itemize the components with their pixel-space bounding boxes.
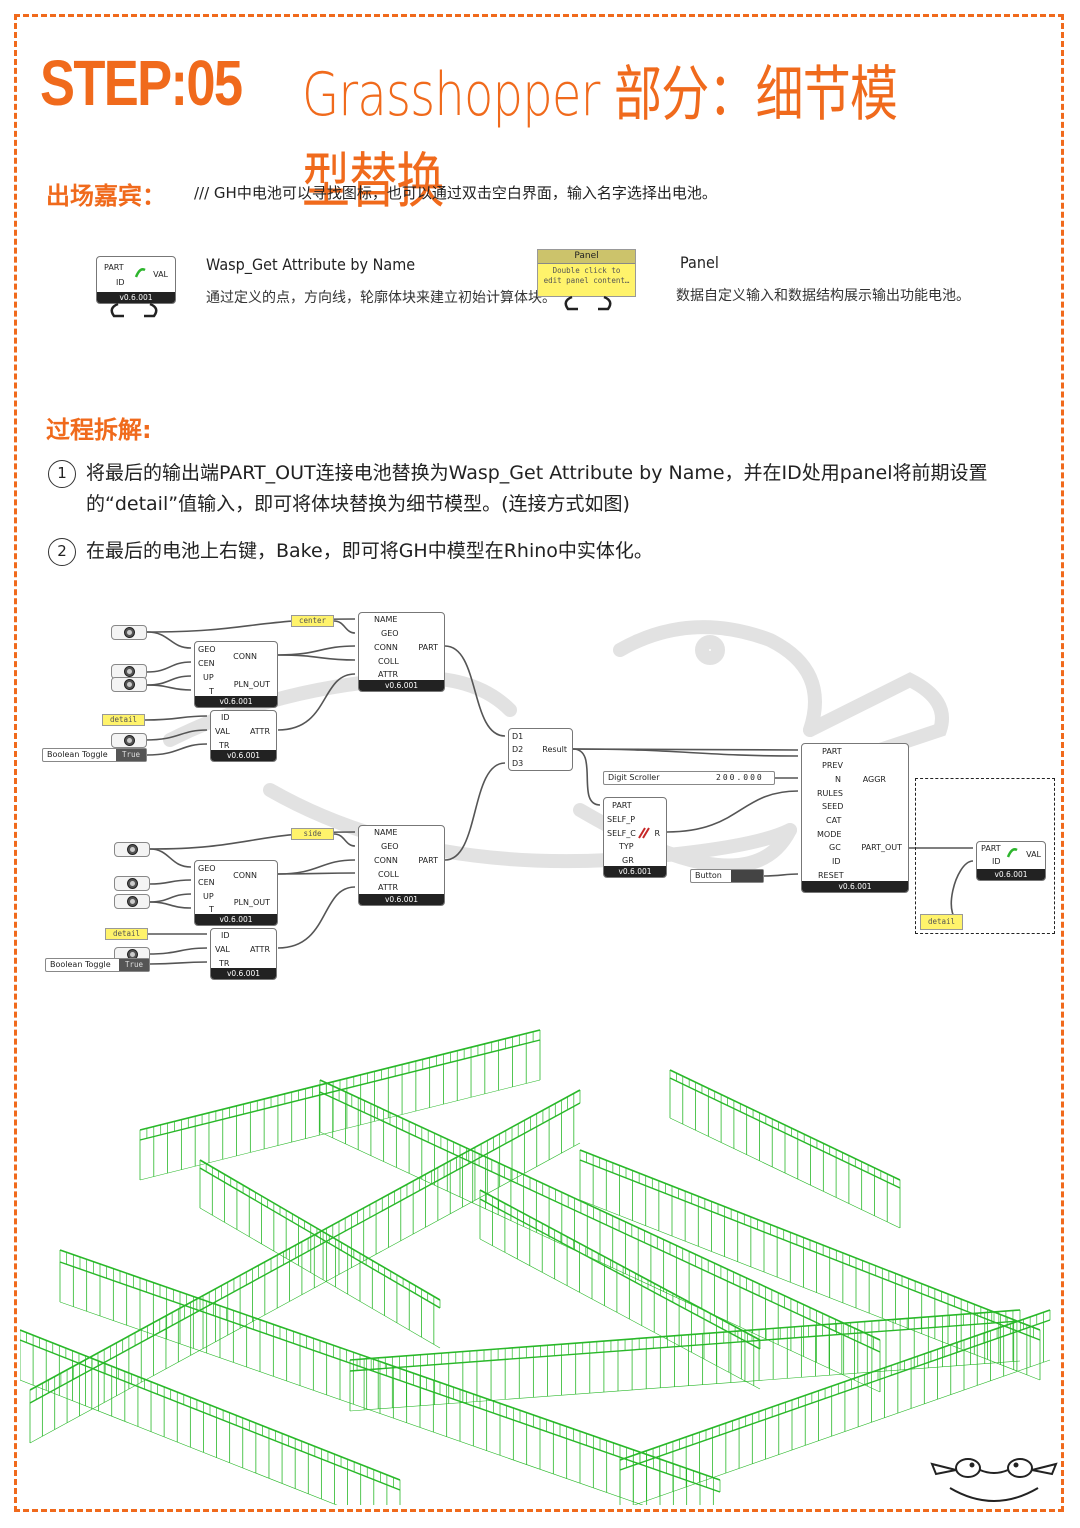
connection-component[interactable]: GEO CEN UP T CONN PLN_OUT v0.6.001 [194,641,278,708]
highlight-box [915,778,1055,934]
point-param[interactable] [114,876,150,891]
string-param[interactable] [111,733,147,748]
process-step-2: 2 在最后的电池上右键，Bake，即可将GH中模型在Rhino中实体化。 [48,536,1038,567]
merge-component[interactable]: D1 D2 D3 Result [508,728,573,771]
reset-button[interactable]: Button [690,869,764,883]
page-title: Grasshopper 部分：细节模型替换 [302,60,898,217]
panel-desc: 数据自定义输入和数据结构展示输出功能电池。 [676,288,970,304]
guests-note: /// GH中电池可以寻找图标，也可以通过双击空白界面，输入名字选择出电池。 [194,184,717,202]
wasp-icon [1006,848,1018,858]
panel-center[interactable]: center [291,615,334,627]
boolean-toggle-top[interactable]: Boolean Toggle True [42,748,147,762]
point-param[interactable] [111,664,147,679]
attribute-component-top[interactable]: ID VAL TR ATTR v0.6.001 [210,710,277,762]
geometry-param[interactable] [111,625,147,640]
boolean-toggle-bottom[interactable]: Boolean Toggle True [45,958,150,972]
panel-side[interactable]: side [291,828,334,840]
feet-icon [564,295,612,311]
graph-wires [144,618,974,965]
vector-param[interactable] [111,677,147,692]
bird-logo-icon [930,1458,1058,1502]
get-attribute-name: Wasp_Get Attribute by Name [206,255,416,274]
wasp-icon [134,268,146,278]
step-title: STEP:05 [40,47,243,119]
panel-component[interactable]: Panel Double click to edit panel content… [537,249,636,297]
rules-component[interactable]: PART SELF_P SELF_C TYP GR R v0.6.001 [603,797,667,878]
aggregation-component[interactable]: PART PREV N RULES SEED CAT MODE GC ID RE… [801,743,909,893]
attribute-component-bottom[interactable]: ID VAL TR ATTR v0.6.001 [210,928,277,980]
detail-model-render [20,1029,1051,1505]
part-component-bottom[interactable]: NAME GEO CONN COLL ATTR PART v0.6.001 [358,825,445,906]
guests-heading: 出场嘉宾： [46,182,166,210]
rules-icon [638,827,650,839]
panel-detail-top[interactable]: detail [102,714,145,726]
dashed-frame [14,14,1064,1512]
digit-scroller[interactable]: Digit Scroller 200.000 [603,771,775,785]
get-attribute-component[interactable]: PART ID VAL v0.6.001 [96,256,176,304]
get-attribute-desc: 通过定义的点，方向线，轮廓体块来建立初始计算体块。 [206,290,556,306]
geometry-param[interactable] [114,842,150,857]
panel-detail-bottom[interactable]: detail [105,928,148,940]
get-attribute-graph-component[interactable]: PART ID VAL v0.6.001 [976,841,1046,881]
feet-icon [110,302,158,318]
process-heading: 过程拆解: [46,416,152,444]
panel-name: Panel [680,253,719,272]
part-component-top[interactable]: NAME GEO CONN COLL ATTR PART v0.6.001 [358,612,445,692]
vector-param[interactable] [114,894,150,909]
panel-detail-final[interactable]: detail [920,914,963,930]
process-step-1: 1 将最后的输出端PART_OUT连接电池替换为Wasp_Get Attribu… [48,458,1038,515]
connection-component[interactable]: GEO CEN UP T CONN PLN_OUT v0.6.001 [194,860,278,926]
